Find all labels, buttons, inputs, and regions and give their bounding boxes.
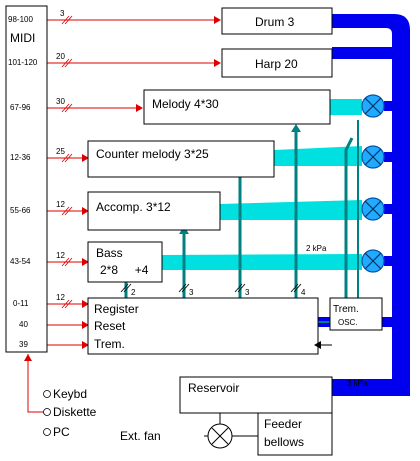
channel-count-accomp: 12 (56, 200, 65, 209)
midi-range-2: 101-120 (8, 58, 38, 67)
channel-count-bass: 12 (56, 251, 65, 260)
channel-count-melody: 30 (56, 97, 65, 106)
accomp-box (87, 191, 221, 231)
midi-box (5, 5, 48, 353)
midi-range-9: 39 (19, 340, 28, 349)
midi-range-6: 43-54 (10, 257, 31, 266)
drum-label: Drum 3 (255, 15, 295, 29)
midi-range-8: 40 (19, 320, 28, 329)
trem-label: Trem. (94, 337, 125, 351)
drum-box (221, 7, 333, 35)
counter-melody-box (87, 140, 275, 178)
counter-melody-label: Counter melody 3*25 (96, 147, 209, 161)
melody-label: Melody 4*30 (152, 97, 219, 111)
reservoir-box (179, 376, 333, 414)
bus-count-bass: 2 (131, 288, 136, 297)
bus-count-counter: 3 (245, 288, 250, 297)
input-pc-label: PC (53, 425, 70, 439)
input-source-circles (43, 390, 51, 436)
bass-box (87, 241, 163, 283)
pressure-low-label: 2 kPa (306, 244, 327, 253)
keybd-radio-icon (43, 390, 51, 398)
channel-count-drum: 3 (60, 9, 65, 18)
reservoir-arrow (314, 341, 332, 349)
control-buses (124, 130, 354, 298)
diskette-radio-icon (43, 408, 51, 416)
pressure-high-label: 3 kPa (347, 379, 368, 388)
bus-count-melody: 4 (301, 288, 306, 297)
trem-osc-box (329, 297, 383, 331)
harp-box (221, 48, 333, 78)
midi-range-3: 67-96 (10, 103, 31, 112)
accomp-label: Accomp. 3*12 (96, 200, 171, 214)
reset-label: Reset (94, 319, 126, 333)
channel-count-counter: 25 (56, 147, 65, 156)
midi-range-4: 12-36 (10, 153, 31, 162)
feeder-label-line2: bellows (264, 435, 304, 449)
midi-signal-lines (27, 19, 214, 413)
channel-slash-ticks (61, 15, 73, 309)
valve-x-marks (364, 97, 382, 270)
harp-label: Harp 20 (255, 57, 298, 71)
bus-count-accomp: 3 (189, 288, 194, 297)
pc-radio-icon (43, 428, 51, 436)
trem-osc-label-line2: OSC. (338, 318, 358, 327)
melody-box (143, 89, 331, 125)
feeder-bellows-box (257, 412, 333, 456)
midi-range-7: 0-11 (13, 299, 29, 308)
bass-label-line2: 2*8 +4 (100, 263, 149, 277)
input-keybd-label: Keybd (53, 387, 87, 401)
input-diskette-label: Diskette (53, 405, 97, 419)
wind-valves (361, 94, 385, 273)
channel-count-register: 12 (56, 293, 65, 302)
register-label: Register (94, 302, 139, 316)
midi-range-1: 98-100 (8, 15, 33, 24)
ext-fan-label: Ext. fan (120, 429, 161, 443)
valve-feed-lines (384, 101, 392, 266)
midi-range-5: 55-66 (10, 206, 31, 215)
channel-count-harp: 20 (56, 52, 65, 61)
midi-arrowheads (24, 16, 221, 361)
register-box (87, 297, 319, 355)
trem-osc-label-line1: Trem. (333, 304, 359, 315)
fan-icon (204, 413, 258, 449)
midi-title: MIDI (10, 31, 35, 45)
low-pressure-ducts (162, 99, 362, 270)
bass-label-line1: Bass (96, 246, 123, 260)
feeder-label-line1: Feeder (264, 417, 302, 431)
bus-slash-ticks (120, 283, 302, 293)
reservoir-label: Reservoir (188, 381, 239, 395)
